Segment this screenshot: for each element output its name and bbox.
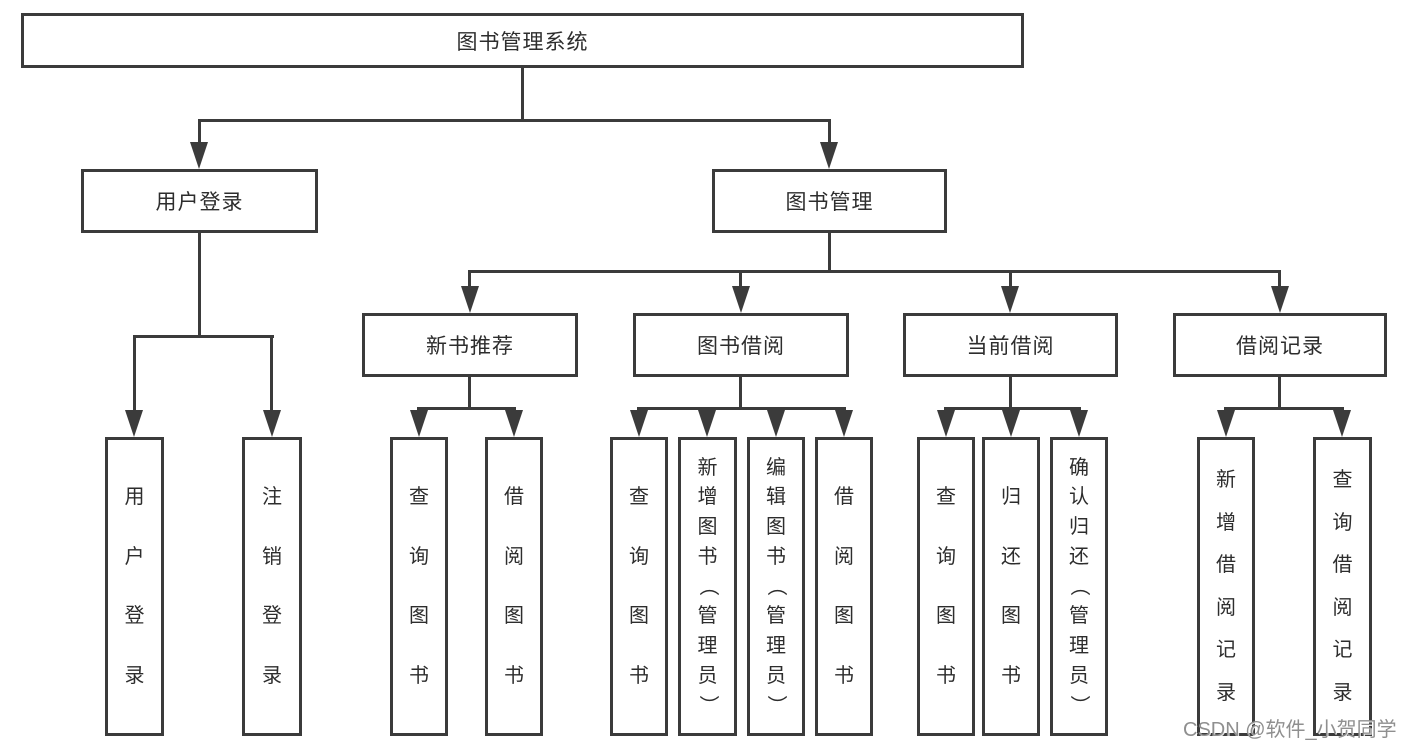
leaf-borrow-add-book: 新增图书（管理员）: [678, 437, 737, 736]
node-library-system-label: 图书管理系统: [456, 30, 589, 54]
connector-new-book-drop: [468, 273, 471, 286]
connector-user-login-rail: [133, 335, 274, 338]
connector-new-book-stem: [468, 377, 471, 407]
node-current-borrow-label: 当前借阅: [966, 335, 1055, 358]
arrow-down-icon: [698, 410, 716, 437]
connector-borrow-record-rail: [1224, 407, 1344, 410]
arrow-down-icon: [937, 410, 955, 437]
arrow-down-icon: [1001, 286, 1019, 313]
connector-borrow-record-stem: [1278, 377, 1281, 407]
arrow-down-icon: [505, 410, 523, 437]
arrow-down-icon: [1333, 410, 1351, 437]
leaf-record-add-record: 新增借阅记录: [1197, 437, 1255, 736]
connector-current-borrow-drop: [1009, 273, 1012, 286]
leaf-logout: 注销登录: [242, 437, 302, 736]
arrow-down-icon: [1002, 410, 1020, 437]
leaf-current-confirm-return: 确认归还（管理员）: [1050, 437, 1108, 736]
arrow-down-icon: [125, 410, 143, 437]
node-borrow-record-label: 借阅记录: [1236, 335, 1324, 358]
leaf-borrow-borrow-book: 借阅图书: [815, 437, 873, 736]
arrow-down-icon: [820, 142, 838, 169]
node-new-book-recommend-label: 新书推荐: [426, 335, 514, 358]
arrow-down-icon: [835, 410, 853, 437]
node-book-borrow: 图书借阅: [633, 313, 849, 377]
node-user-login-label: 用户登录: [155, 191, 244, 214]
leaf-newbook-query-book: 查询图书: [390, 437, 448, 736]
leaf-record-query-record: 查询借阅记录: [1313, 437, 1372, 736]
connector-book-borrow-drop: [739, 273, 742, 286]
connector-level3-rail: [468, 270, 1281, 273]
connector-leaf-logout-drop: [270, 338, 273, 410]
arrow-down-icon: [630, 410, 648, 437]
connector-leaf-user-login-drop: [133, 338, 136, 410]
node-user-login: 用户登录: [81, 169, 318, 233]
leaf-current-return-book: 归还图书: [982, 437, 1040, 736]
node-book-mgmt: 图书管理: [712, 169, 947, 233]
arrow-down-icon: [732, 286, 750, 313]
node-library-system: 图书管理系统: [21, 13, 1024, 68]
leaf-user-login: 用户登录: [105, 437, 164, 736]
connector-new-book-rail: [417, 407, 516, 410]
connector-level1-rail: [198, 119, 831, 122]
node-new-book-recommend: 新书推荐: [362, 313, 578, 377]
leaf-borrow-edit-book: 编辑图书（管理员）: [747, 437, 805, 736]
connector-user-login-stem: [198, 233, 201, 335]
connector-book-borrow-stem: [739, 377, 742, 407]
connector-book-borrow-rail: [637, 407, 846, 410]
node-borrow-record: 借阅记录: [1173, 313, 1387, 377]
connector-current-borrow-stem: [1009, 377, 1012, 407]
node-current-borrow: 当前借阅: [903, 313, 1118, 377]
connector-user-login-drop: [198, 122, 201, 142]
arrow-down-icon: [1070, 410, 1088, 437]
connector-book-mgmt-drop: [828, 122, 831, 142]
connector-current-borrow-rail: [944, 407, 1081, 410]
leaf-borrow-query-book: 查询图书: [610, 437, 668, 736]
arrow-down-icon: [190, 142, 208, 169]
connector-borrow-record-drop: [1278, 273, 1281, 286]
arrow-down-icon: [1271, 286, 1289, 313]
arrow-down-icon: [410, 410, 428, 437]
arrow-down-icon: [767, 410, 785, 437]
arrow-down-icon: [263, 410, 281, 437]
leaf-newbook-borrow-book: 借阅图书: [485, 437, 543, 736]
leaf-current-query-book: 查询图书: [917, 437, 975, 736]
node-book-borrow-label: 图书借阅: [697, 335, 785, 358]
arrow-down-icon: [461, 286, 479, 313]
connector-book-mgmt-stem: [828, 233, 831, 270]
arrow-down-icon: [1217, 410, 1235, 437]
node-book-mgmt-label: 图书管理: [785, 191, 874, 214]
csdn-watermark: CSDN @软件_小贺同学: [1183, 719, 1397, 741]
connector-root-stem: [521, 68, 524, 119]
